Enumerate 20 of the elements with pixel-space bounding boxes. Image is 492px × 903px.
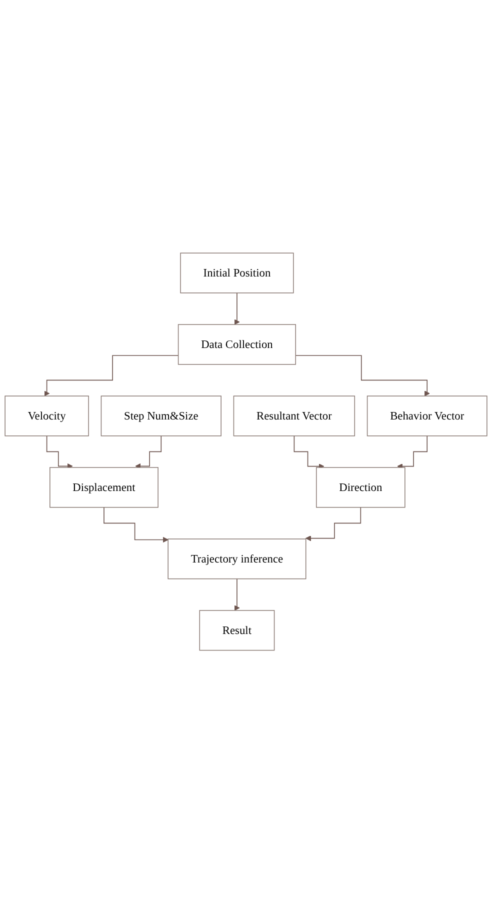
node-box: Direction bbox=[316, 466, 406, 508]
arrow bbox=[234, 578, 240, 611]
node-box: Velocity bbox=[4, 395, 89, 436]
arrow bbox=[306, 506, 362, 541]
node-box: Trajectory inference bbox=[168, 538, 306, 580]
node-box: Resultant Vector bbox=[233, 395, 356, 436]
arrow bbox=[234, 292, 240, 325]
arrow bbox=[46, 435, 73, 469]
node-box: Result bbox=[199, 610, 275, 650]
arrow bbox=[294, 435, 324, 469]
node-box: Initial Position bbox=[180, 252, 294, 294]
arrow bbox=[135, 435, 162, 469]
node-box: Step Num&Size bbox=[100, 395, 222, 436]
arrow bbox=[397, 435, 428, 469]
arrow bbox=[104, 506, 168, 542]
node-box: Displacement bbox=[50, 466, 158, 508]
arrow bbox=[44, 354, 179, 396]
arrow bbox=[295, 354, 430, 396]
node-box: Behavior Vector bbox=[366, 395, 488, 436]
node-box: Data Collection bbox=[178, 324, 296, 365]
